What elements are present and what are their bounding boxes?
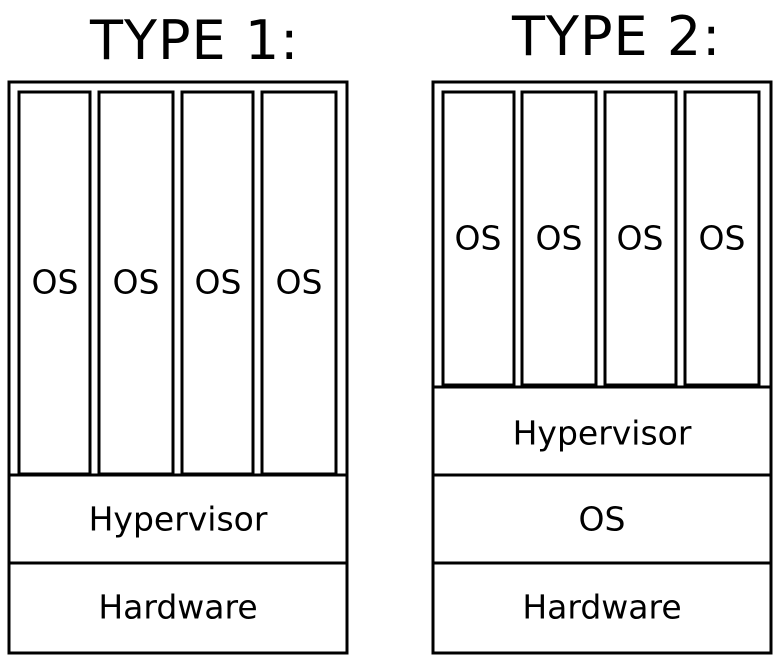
type2-hypervisor-label: Hypervisor <box>513 414 692 453</box>
type2-vm-3-label: OS <box>617 219 664 258</box>
type1-hypervisor-box <box>7 473 349 565</box>
type2-stack: OS OS OS OS Hypervisor OS Hardware <box>431 80 773 655</box>
type2-vm-3-box <box>603 90 678 387</box>
type1-vm-2-label: OS <box>113 263 160 302</box>
type1-vm-4-label: OS <box>276 263 323 302</box>
type1-hypervisor-label: Hypervisor <box>89 500 268 539</box>
type2-vm-4-label: OS <box>699 219 746 258</box>
type2-title: TYPE 2: <box>512 5 722 68</box>
type1-vm-1-box <box>17 90 92 476</box>
type1-vm-4-box <box>260 90 338 476</box>
type1-vm-3-label: OS <box>195 263 242 302</box>
type1-vm-3-box <box>180 90 255 476</box>
type2-hardware-box <box>431 561 773 655</box>
type1-title: TYPE 1: <box>90 9 300 72</box>
type2-host-os-label: OS <box>579 500 626 539</box>
type2-vm-1-box <box>441 90 516 387</box>
type2-host-os-box <box>431 473 773 565</box>
type2-vm-2-label: OS <box>536 219 583 258</box>
type2-vm-4-box <box>683 90 761 387</box>
type1-hardware-label: Hardware <box>98 588 257 627</box>
type2-hardware-label: Hardware <box>522 588 681 627</box>
type1-stack: OS OS OS OS Hypervisor Hardware <box>7 80 349 655</box>
type2-vm-2-box <box>520 90 598 387</box>
type1-vm-2-box <box>97 90 175 476</box>
type2-vm-1-label: OS <box>455 219 502 258</box>
type1-hardware-box <box>7 561 349 655</box>
type1-vm-1-label: OS <box>32 263 79 302</box>
